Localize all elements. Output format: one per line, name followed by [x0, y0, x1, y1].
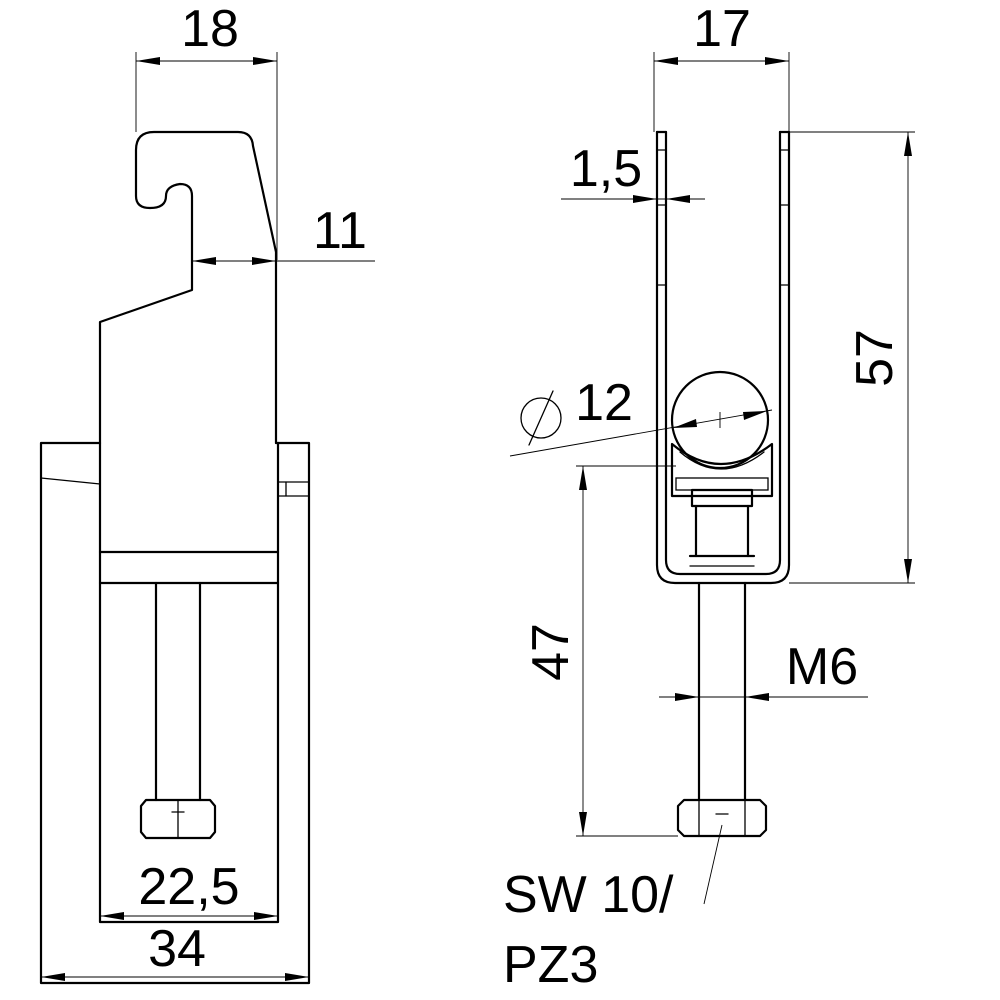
hex-nut — [139, 798, 217, 840]
dim-thread-size: M6 — [786, 638, 858, 696]
dim-diameter: 12 — [575, 374, 633, 432]
label-drive-type: PZ3 — [503, 936, 598, 994]
u-clip-outer — [655, 130, 791, 585]
dim-left-width: 18 — [181, 0, 239, 58]
saddle-block — [690, 488, 754, 508]
diameter-icon — [520, 390, 562, 446]
dim-inner-width: 22,5 — [138, 858, 239, 916]
dim-right-width: 17 — [693, 0, 751, 58]
dim-outer-width: 34 — [148, 920, 206, 978]
hex-nut-right — [676, 798, 768, 838]
label-wrench-size: SW 10/ — [503, 866, 674, 924]
cable-circle — [670, 370, 770, 470]
dim-clip-height: 57 — [846, 329, 904, 387]
u-clip-inner — [664, 130, 782, 576]
outer-frame — [39, 441, 311, 985]
dim-wall-thickness: 1,5 — [570, 140, 642, 198]
dim-hook-offset: 11 — [313, 202, 367, 260]
front-view: 17 1,5 57 12 47 M6 — [503, 0, 915, 994]
side-view: 18 11 22,5 34 — [39, 0, 375, 985]
saddle — [670, 442, 774, 498]
hook-clip-outline — [98, 130, 278, 445]
dim-thread-length: 47 — [522, 623, 580, 681]
frame-detail — [40, 477, 101, 485]
inner-frame — [98, 441, 280, 924]
